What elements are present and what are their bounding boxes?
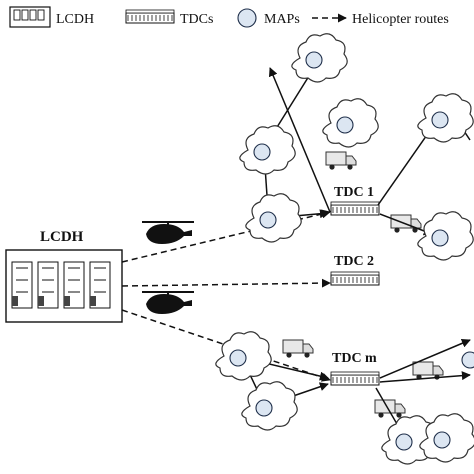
map-point-icon	[259, 211, 277, 229]
lcdh-building-icon	[5, 249, 123, 323]
legend-route-label: Helicopter routes	[352, 12, 449, 27]
tdc-legend-icon	[125, 9, 175, 24]
truck-icon	[325, 151, 357, 171]
helicopter-icon	[141, 221, 195, 245]
tdc2-warehouse-icon	[330, 271, 380, 286]
helicopter-route-tdcm	[121, 309, 331, 382]
truck-route	[379, 339, 471, 379]
map-point-icon	[431, 229, 449, 247]
tdcm-label: TDC m	[332, 351, 377, 366]
legend: LCDH TDCs MAPs Helicopter routes	[9, 6, 449, 28]
helicopter-route-tdc2	[121, 278, 331, 288]
map-point-icon	[431, 111, 449, 129]
map-point-icon	[305, 51, 323, 69]
truck-route	[379, 371, 471, 383]
lcdh-title: LCDH	[40, 229, 84, 245]
legend-tdc-label: TDCs	[180, 12, 213, 27]
map-point-icon	[395, 433, 413, 451]
map-point-icon	[255, 399, 273, 417]
map-point-icon	[229, 349, 247, 367]
legend-map-label: MAPs	[264, 12, 300, 27]
truck-route	[379, 213, 433, 236]
truck-icon	[374, 399, 406, 419]
truck-route	[268, 67, 331, 213]
map-area	[215, 33, 474, 465]
legend-lcdh-label: LCDH	[56, 12, 94, 27]
map-point-icon	[461, 351, 474, 369]
map-point-icon	[433, 431, 451, 449]
helicopter-icon	[141, 291, 195, 315]
tdcm-warehouse-icon	[330, 371, 380, 386]
map-point-icon	[253, 143, 271, 161]
lcdh-legend-icon	[9, 6, 51, 28]
tdc2-label: TDC 2	[334, 254, 374, 269]
truck-icon	[282, 339, 314, 359]
map-legend-icon	[237, 8, 257, 28]
map-point-icon	[336, 116, 354, 134]
tdc1-warehouse-icon	[330, 201, 380, 216]
tdc1-label: TDC 1	[334, 185, 374, 200]
helicopter-route-tdc1	[121, 209, 331, 263]
